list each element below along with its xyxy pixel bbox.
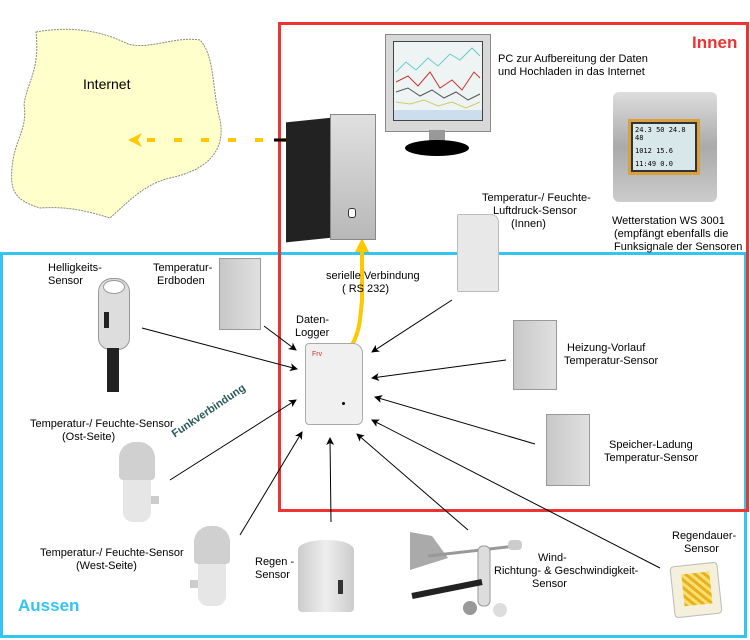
west-label-2: (West-Seite) bbox=[76, 560, 137, 572]
indoor-sensor-icon bbox=[457, 214, 499, 292]
indoor-sensor-label-2: Luftdruck-Sensor bbox=[493, 205, 577, 217]
arrow-rain-duration bbox=[371, 419, 661, 569]
east-sensor-icon bbox=[119, 442, 161, 524]
outside-zone-title: Aussen bbox=[18, 596, 80, 615]
arrow-storage bbox=[374, 395, 536, 445]
indoor-sensor-label-1: Temperatur-/ Feuchte- bbox=[482, 192, 591, 204]
storage-label-2: Temperatur-Sensor bbox=[604, 452, 699, 464]
soil-sensor-icon bbox=[219, 258, 261, 330]
logger-label-2: Logger bbox=[295, 327, 330, 339]
east-label-1: Temperatur-/ Feuchte-Sensor bbox=[30, 418, 174, 430]
serial-label-1: serielle Verbindung bbox=[326, 270, 420, 282]
serial-cable bbox=[350, 250, 364, 346]
arrow-west bbox=[239, 431, 303, 536]
lcd-row2: 1012 15.6 bbox=[635, 147, 673, 155]
soil-label-1: Temperatur- bbox=[153, 262, 213, 274]
weather-station-label-2: (empfängt ebenfalls die bbox=[614, 228, 729, 240]
heating-label-1: Heizung-Vorlauf bbox=[567, 342, 646, 354]
brightness-label-1: Helligkeits- bbox=[48, 262, 102, 274]
wind-label-3: Sensor bbox=[532, 578, 567, 590]
storage-label-1: Speicher-Ladung bbox=[609, 439, 693, 451]
arrow-rain bbox=[326, 437, 335, 523]
internet-label: Internet bbox=[83, 76, 131, 92]
arrow-heating bbox=[371, 359, 507, 382]
inside-zone-frame bbox=[278, 22, 749, 512]
weather-station-icon: 24.3 50 24.8 48 1012 15.6 11:49 0.0 bbox=[613, 92, 717, 202]
arrow-soil bbox=[263, 325, 297, 351]
east-label-2: (Ost-Seite) bbox=[62, 431, 116, 443]
lcd-row3: 11:49 0.0 bbox=[635, 160, 673, 168]
rain-duration-sensor-icon bbox=[669, 561, 723, 619]
weather-station-label-1: Wetterstation WS 3001 bbox=[612, 215, 725, 227]
rain-duration-label-1: Regendauer- bbox=[672, 530, 737, 542]
rain-label-2: Sensor bbox=[255, 569, 290, 581]
arrow-indoor bbox=[371, 299, 453, 353]
serial-arrow-head bbox=[355, 238, 369, 252]
west-label-1: Temperatur-/ Feuchte-Sensor bbox=[40, 547, 184, 559]
heating-label-2: Temperatur-Sensor bbox=[564, 355, 659, 367]
pc-tower-icon bbox=[286, 112, 376, 244]
arrow-brightness bbox=[141, 327, 298, 372]
internet-cloud bbox=[11, 28, 222, 219]
west-sensor-icon bbox=[190, 526, 232, 608]
arrow-wind bbox=[356, 433, 469, 531]
wind-label-2: Richtung- & Geschwindigkeit- bbox=[494, 565, 639, 577]
wind-label-1: Wind- bbox=[538, 552, 567, 564]
soil-label-2: Erdboden bbox=[157, 275, 205, 287]
data-logger-icon: Frv bbox=[305, 343, 363, 425]
rain-sensor-icon bbox=[298, 540, 354, 612]
wind-sensor-icon bbox=[408, 530, 528, 620]
arrow-east bbox=[169, 399, 297, 481]
serial-label-2: ( RS 232) bbox=[342, 283, 390, 295]
outside-zone-frame bbox=[0, 252, 747, 638]
pc-label-line1: PC zur Aufbereitung der Daten bbox=[498, 53, 648, 65]
upload-arrow-head bbox=[128, 133, 142, 147]
storage-sensor-icon bbox=[546, 414, 590, 486]
rain-duration-label-2: Sensor bbox=[684, 543, 719, 555]
monitor-icon bbox=[385, 34, 491, 162]
indoor-sensor-label-3: (Innen) bbox=[511, 218, 546, 230]
rain-label-1: Regen - bbox=[255, 556, 295, 568]
lcd-row1: 24.3 50 24.8 48 bbox=[635, 126, 686, 142]
brightness-sensor-icon bbox=[98, 278, 130, 393]
inside-zone-title: Innen bbox=[692, 33, 738, 52]
pc-label-line2: und Hochladen in das Internet bbox=[498, 66, 645, 78]
heating-sensor-icon bbox=[513, 320, 557, 390]
brightness-label-2: Sensor bbox=[48, 275, 83, 287]
weather-station-label-3: Funksignale der Sensoren bbox=[614, 241, 743, 253]
logger-label-1: Daten- bbox=[296, 314, 330, 326]
